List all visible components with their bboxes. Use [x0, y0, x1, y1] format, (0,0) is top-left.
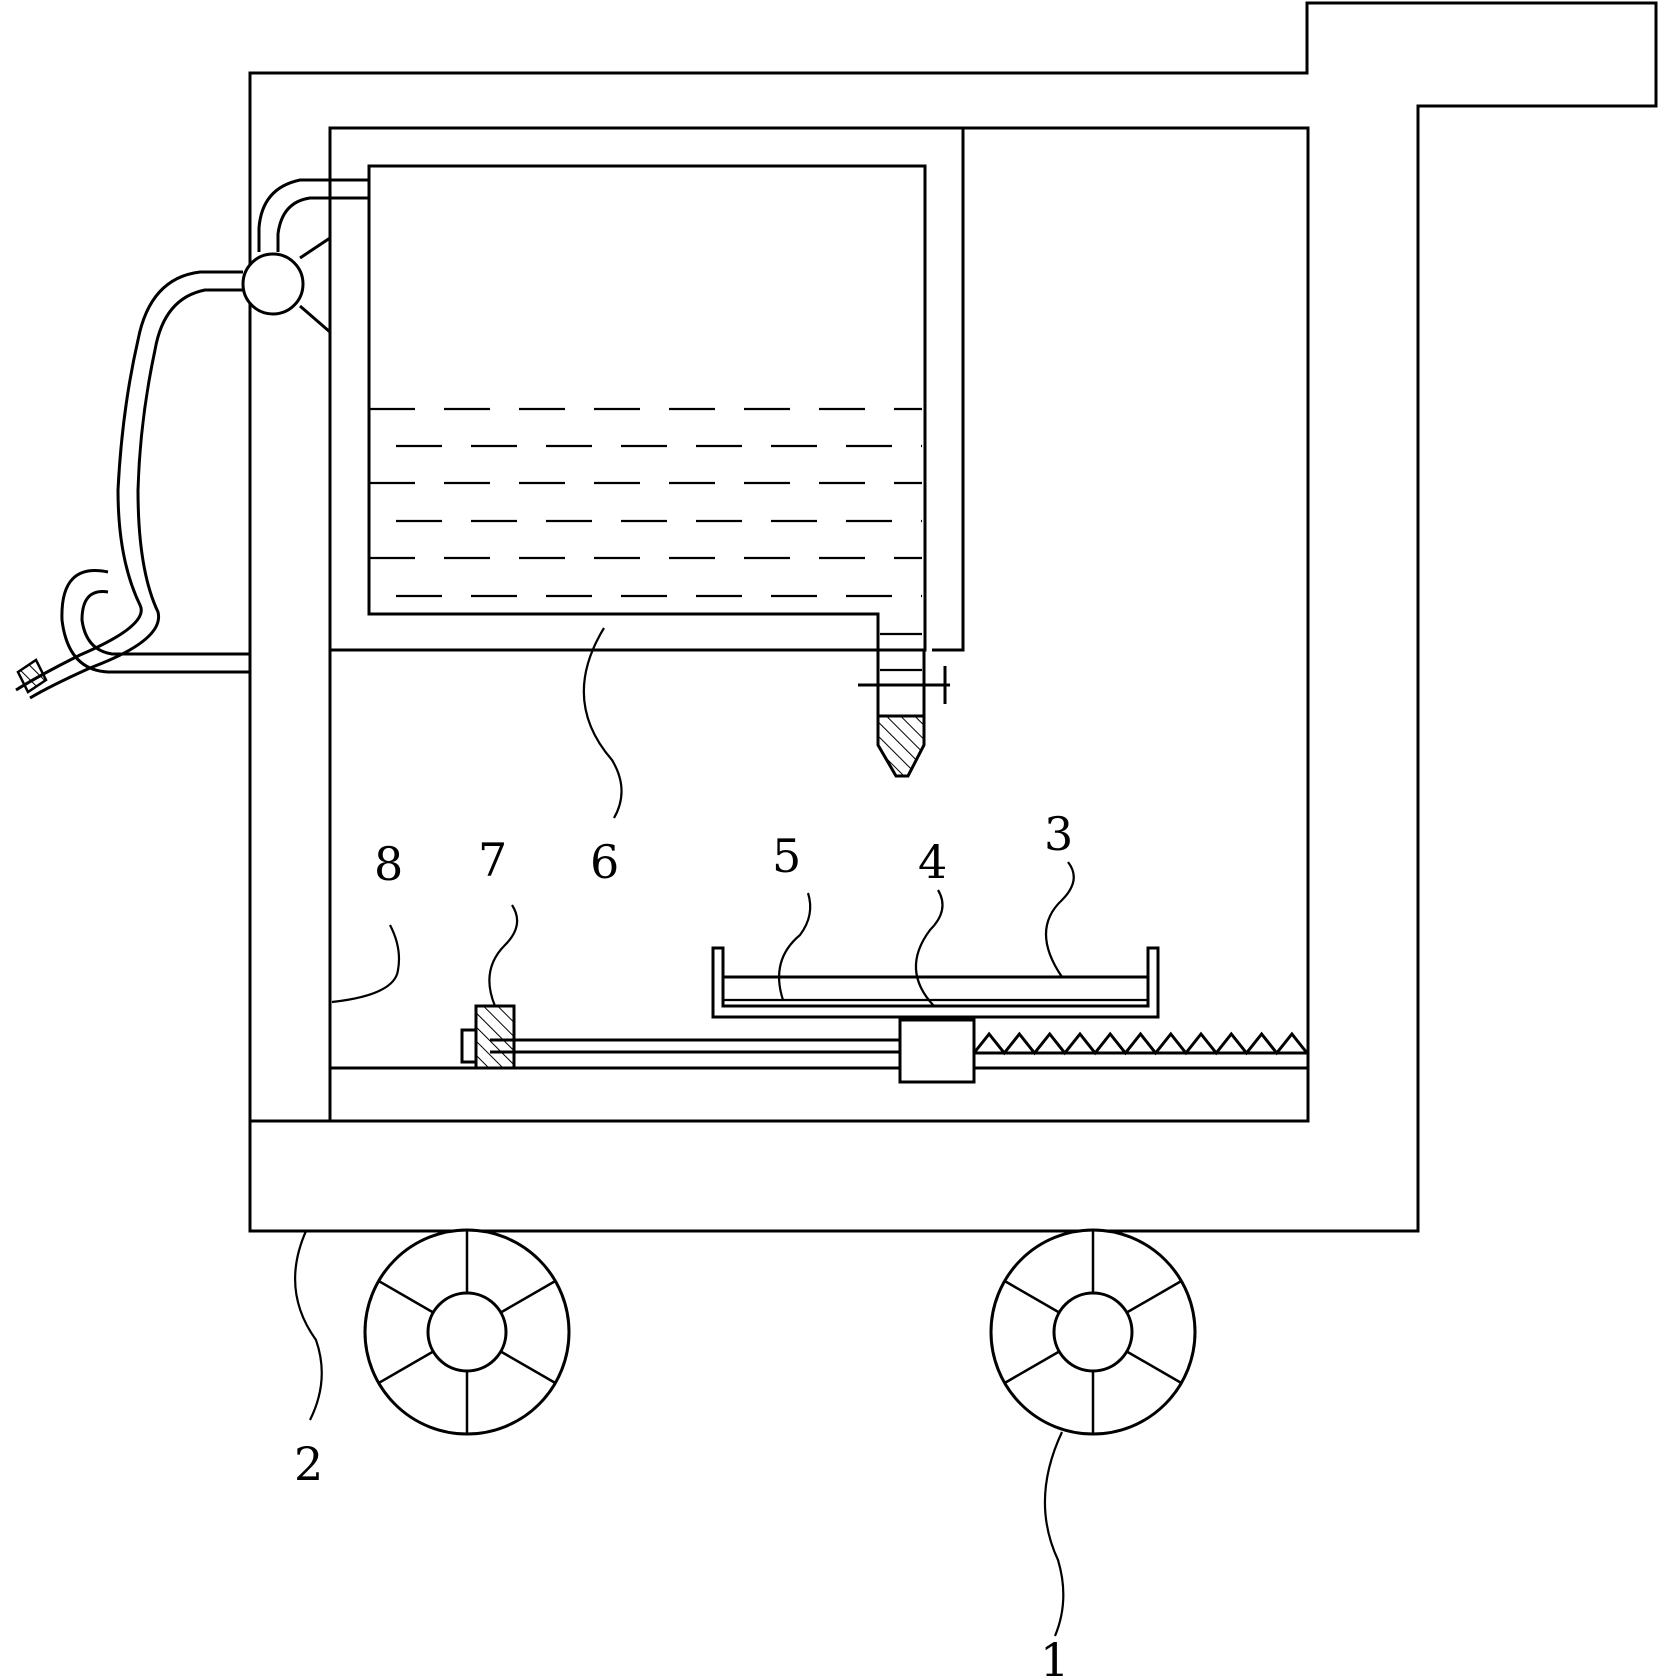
wheel-spoke [1004, 1350, 1060, 1385]
wheel-spoke [1004, 1279, 1060, 1314]
leader-3 [1044, 861, 1075, 978]
wheel-spoke [1126, 1350, 1182, 1385]
hose-clip [60, 569, 250, 674]
label-5: 5 [772, 829, 801, 883]
tank-inlet-pipe-inner [276, 196, 369, 252]
tank-nozzle [876, 614, 926, 718]
leader-8 [331, 924, 401, 1004]
wheel-spoke [378, 1350, 434, 1385]
wheel-hub [426, 1291, 508, 1373]
tray [711, 946, 1160, 1019]
label-1: 1 [1040, 1633, 1069, 1679]
hose-clip-inner [80, 590, 250, 656]
pump-support-lower [299, 304, 331, 334]
wheel-left [363, 1228, 571, 1436]
leader-5 [778, 892, 812, 1001]
bearing-block [474, 1004, 516, 1070]
wheel-right [989, 1228, 1197, 1436]
leader-4 [914, 889, 944, 1007]
wheel-spoke [500, 1350, 556, 1385]
leader-6 [582, 627, 623, 819]
wheel-hub [1052, 1291, 1134, 1373]
leader-2 [294, 1230, 323, 1421]
spring [972, 1031, 1309, 1056]
wheel-spoke [378, 1279, 434, 1314]
label-3: 3 [1044, 807, 1073, 861]
pump-support-upper [299, 236, 331, 260]
wheel-spoke [500, 1279, 556, 1314]
leader-1 [1043, 1431, 1065, 1637]
wheel-spoke [1126, 1279, 1182, 1314]
label-2: 2 [294, 1437, 323, 1491]
label-8: 8 [374, 837, 403, 891]
label-6: 6 [590, 835, 619, 889]
hose-filter [16, 658, 48, 694]
nozzle-tip [876, 714, 926, 778]
label-4: 4 [918, 835, 947, 889]
tank-bracket [330, 128, 965, 652]
suction-hose-outer [15, 270, 243, 692]
label-7: 7 [478, 833, 507, 887]
tank-inlet-pipe-outer [257, 178, 369, 252]
slider-block [898, 1018, 976, 1084]
rod-knob [460, 1028, 478, 1064]
pump [241, 252, 305, 316]
water-level-lines [369, 407, 922, 598]
cart-body-outer [248, 1, 1658, 1233]
cart-inner-cavity [328, 126, 1310, 1123]
leader-7 [488, 904, 519, 1007]
